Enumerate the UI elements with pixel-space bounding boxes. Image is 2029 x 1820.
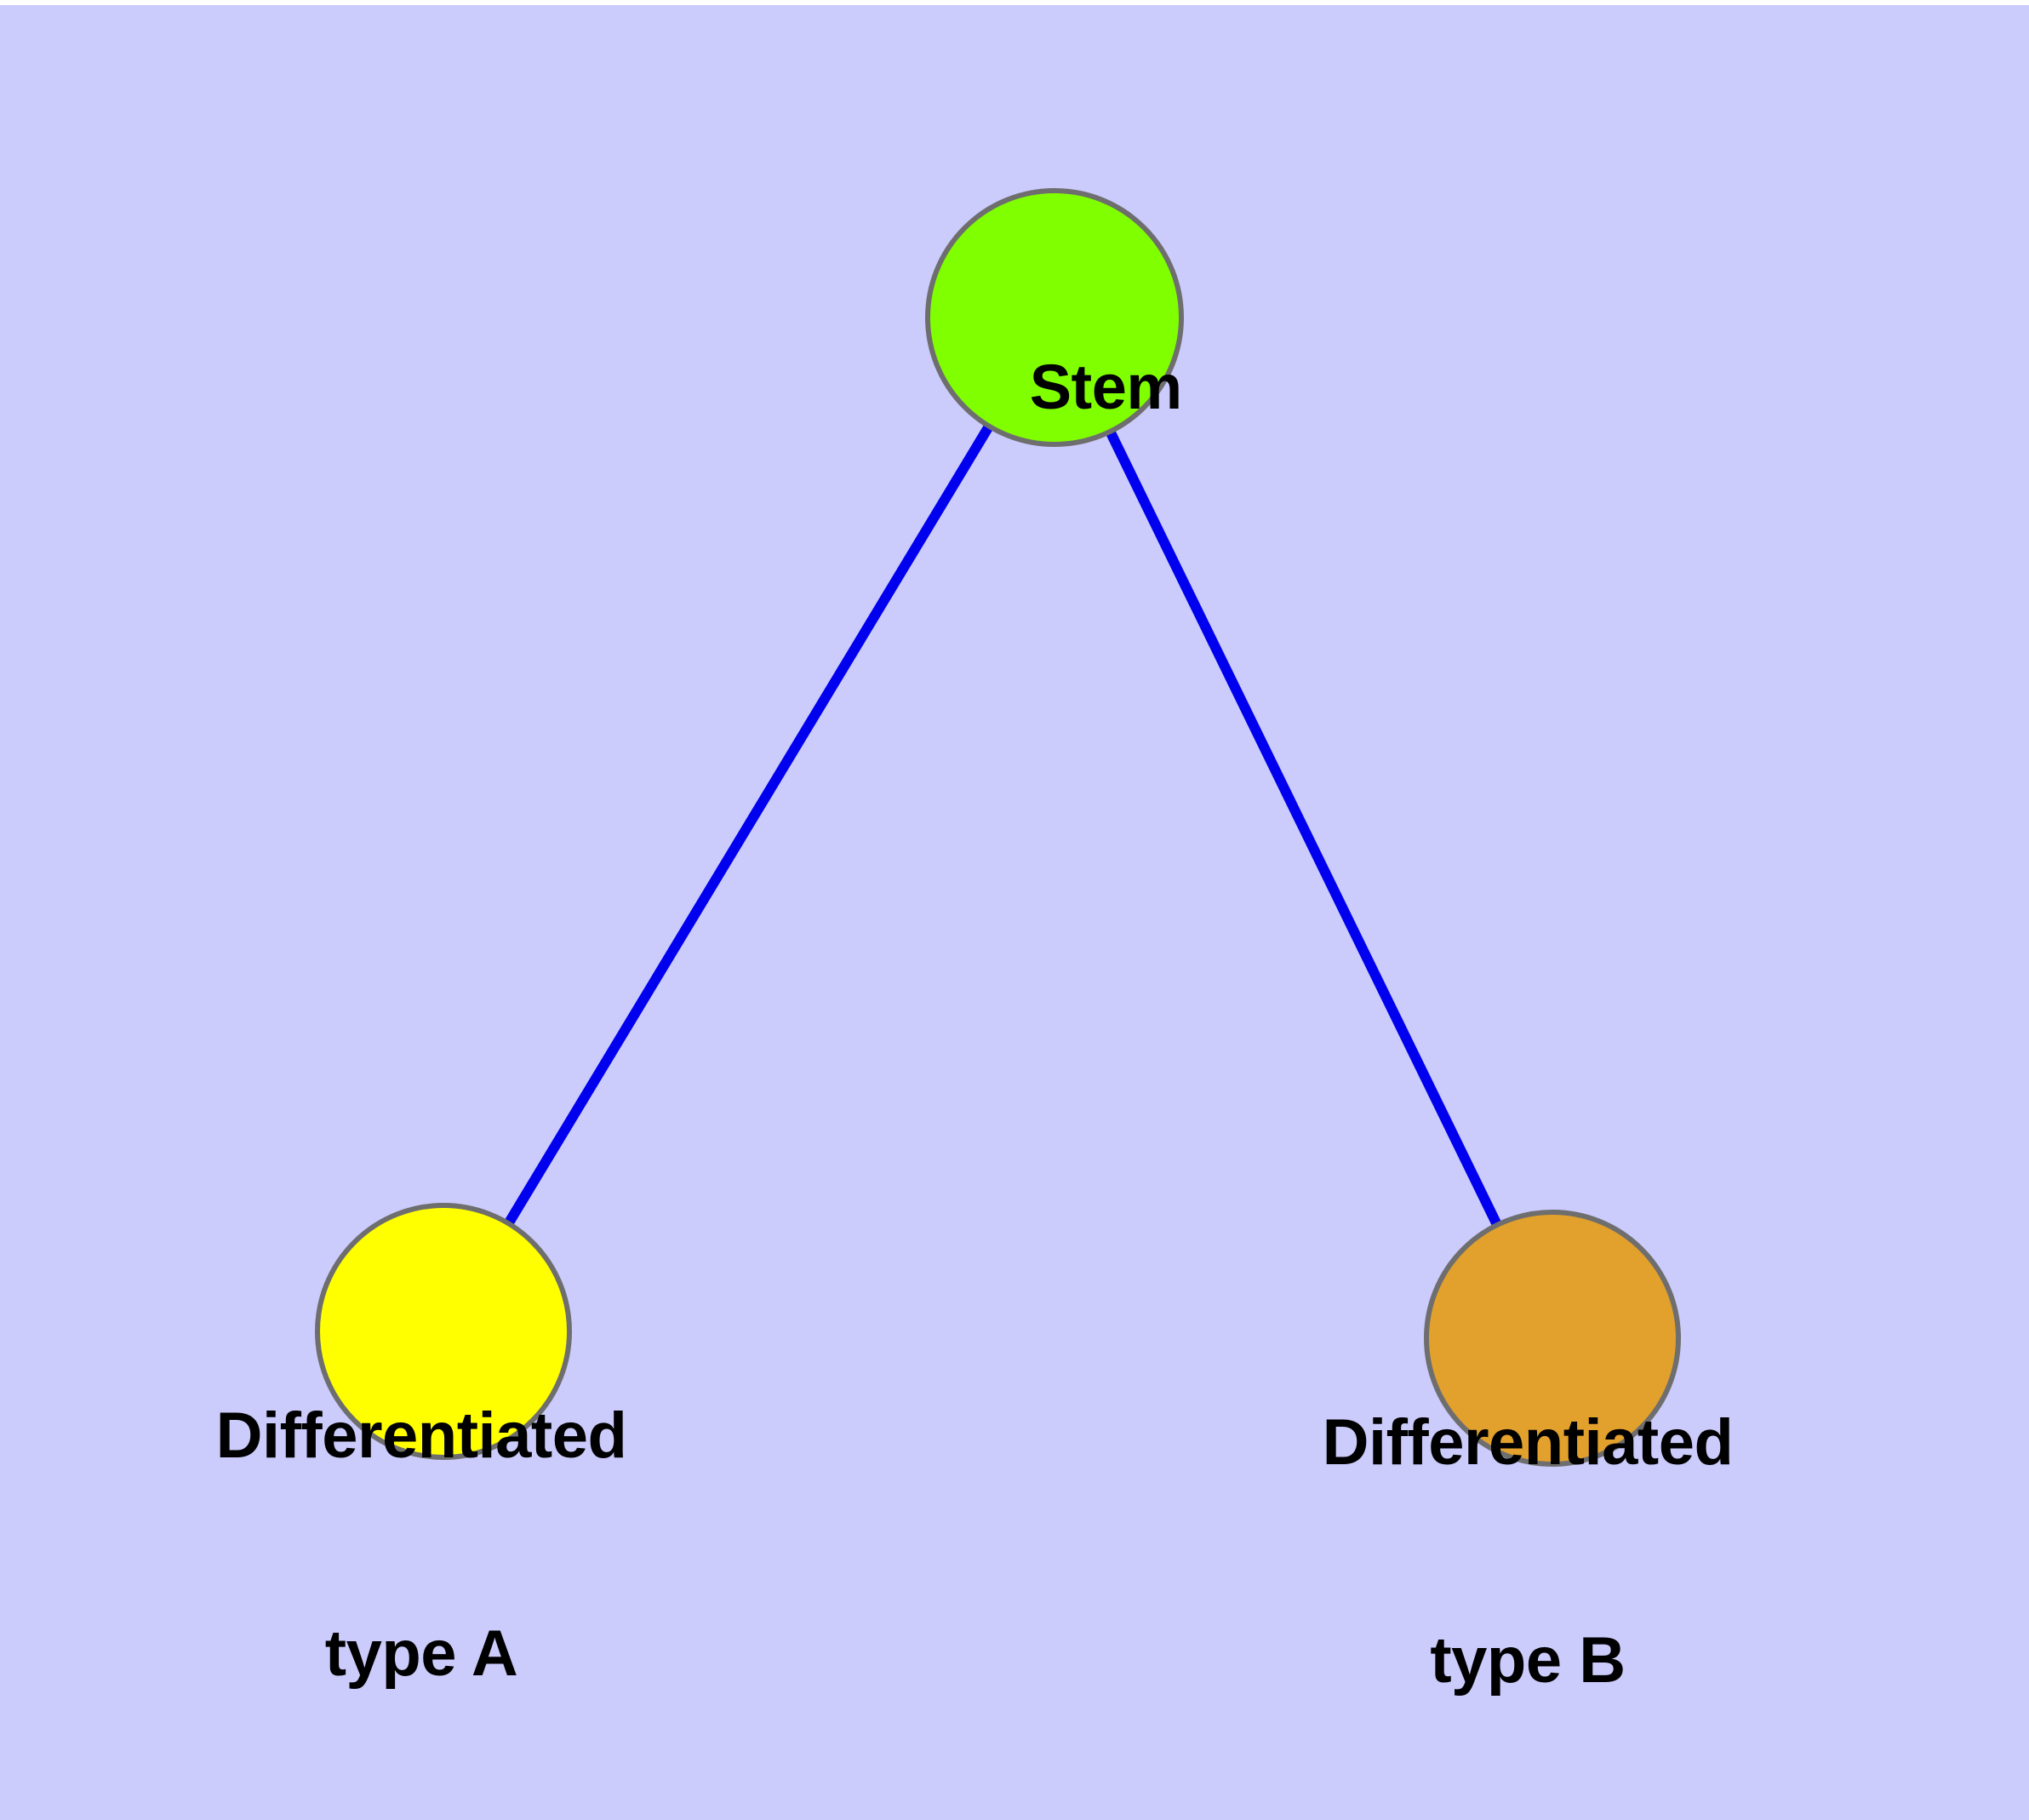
edges-group (438, 314, 1557, 1341)
nodes-group (315, 188, 1681, 1467)
node-stem[interactable] (925, 188, 1184, 447)
diagram-plot-area: Stem Differentiated type A Differentiate… (0, 5, 2029, 1820)
edge-stem-to-differentiated-type-b[interactable] (1049, 315, 1557, 1341)
edge-stem-to-differentiated-type-a[interactable] (438, 314, 1060, 1335)
node-differentiated-type-b[interactable] (1424, 1210, 1681, 1467)
graph-svg (315, 188, 1681, 1467)
node-differentiated-type-a[interactable] (315, 1203, 572, 1460)
